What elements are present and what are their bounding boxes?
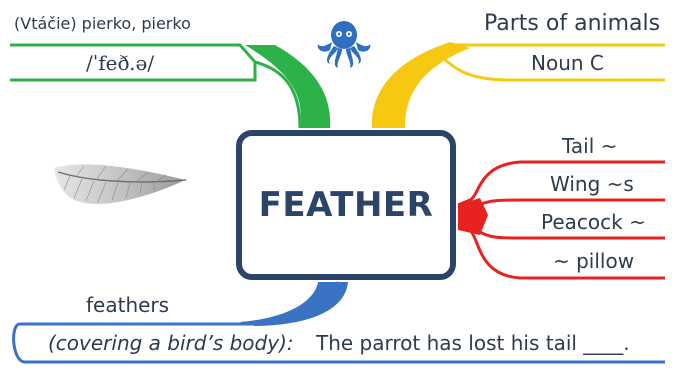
- central-word-box: FEATHER: [236, 130, 456, 280]
- category-text: Parts of animals: [484, 11, 661, 36]
- translation-text: (Vtáčie) pierko, pierko: [14, 14, 191, 33]
- octopus-logo: [317, 21, 371, 68]
- central-word: FEATHER: [258, 185, 434, 225]
- example-sentence: The parrot has lost his tail ____.: [316, 331, 630, 355]
- word-class-text: Noun C: [531, 51, 604, 75]
- collocation-item: Wing ~s: [550, 172, 634, 196]
- collocation-item: ~ pillow: [553, 249, 635, 273]
- collocation-item: Peacock ~: [541, 210, 646, 234]
- red-branch: [457, 160, 665, 280]
- blue-branch: [12, 281, 665, 364]
- green-branch: [10, 43, 331, 129]
- plural-text: feathers: [86, 293, 170, 317]
- definition-text: (covering a bird’s body):: [48, 331, 294, 355]
- collocation-item: Tail ~: [562, 134, 618, 158]
- pronunciation-text: /ˈfeð.ə/: [86, 51, 155, 75]
- yellow-branch: [371, 42, 665, 129]
- feather-image: [54, 164, 187, 204]
